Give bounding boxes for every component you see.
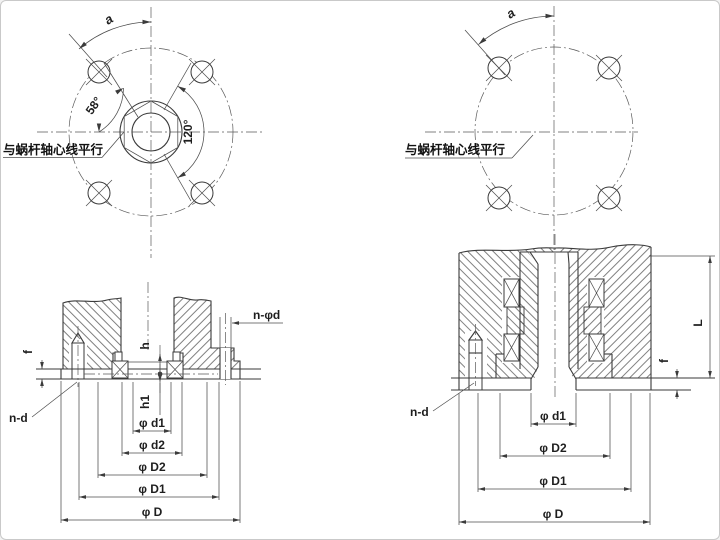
dim-D-label: φ D: [142, 505, 163, 519]
a-extension-line: [68, 33, 108, 78]
bearing-section: [503, 278, 520, 308]
note-leader: [101, 131, 125, 158]
center-hex-bore: [119, 100, 183, 164]
bearing-section: [503, 333, 520, 362]
bolt-hole: [188, 58, 216, 86]
bearing-section: [588, 278, 605, 308]
bearing-spacer: [583, 306, 602, 335]
dim-d1-label: φ d1: [139, 416, 165, 430]
arrowhead: [96, 123, 102, 132]
dim-L-label: L: [691, 319, 705, 326]
nd-leader: [432, 382, 475, 412]
bolt-hole: [595, 54, 623, 82]
dim-D1-label: φ D1: [539, 474, 567, 488]
dim-f-label: f: [657, 358, 671, 363]
a-dimension-arc: [478, 15, 555, 45]
stud: [71, 326, 85, 387]
dim-d2-label: φ d2: [139, 438, 165, 452]
seal-section: [172, 351, 181, 362]
dim-a-label: a: [101, 11, 115, 28]
seal-section: [114, 351, 123, 362]
a-extension-line: [464, 29, 506, 76]
nd-label: n-d: [9, 411, 28, 425]
center-bore: [538, 264, 569, 367]
bearing-spacer: [506, 306, 525, 335]
bore-bottom-flare-area: [531, 367, 577, 390]
bolt-hole: [85, 179, 113, 207]
arrowhead: [177, 171, 186, 178]
bolt-hole: [595, 184, 623, 212]
nphid-label: n-φd: [253, 308, 280, 322]
bolt-hole: [85, 58, 113, 86]
angle-120-arc: [177, 85, 205, 179]
angle-58-arc: [98, 87, 124, 133]
arrowhead: [79, 41, 87, 49]
arrowhead: [478, 37, 487, 45]
bearing-section: [588, 333, 605, 362]
bolt-circle: [68, 47, 234, 217]
arrowhead: [545, 13, 554, 19]
bolt-hole: [485, 184, 513, 212]
dim-D2-label: φ D2: [138, 460, 166, 474]
dim-D-label: φ D: [543, 507, 564, 521]
bore-top-chamfer-area: [528, 252, 580, 264]
nd-label: n-d: [410, 405, 429, 419]
dim-a-label: a: [503, 5, 517, 22]
angle-120-label: 120°: [181, 119, 195, 144]
nd-leader: [31, 381, 78, 418]
flange-bolt-hole: [220, 348, 231, 379]
parallel-note: 与蜗杆轴心线平行: [405, 142, 506, 157]
dim-D1-label: φ D1: [138, 482, 166, 496]
bottom-right-section-view: L f n-d φ d1 φ D2 φ D1 φ D: [410, 234, 715, 525]
parallel-note: 与蜗杆轴心线平行: [3, 142, 104, 157]
arrowhead: [177, 86, 186, 93]
a-dimension-arc: [78, 21, 152, 50]
angle-58-label: 58°: [83, 94, 105, 117]
top-left-flange-view: a 58° 120° 与蜗杆轴心线平行: [3, 7, 265, 258]
dim-h-label: h: [138, 342, 152, 349]
dim-D2-label: φ D2: [539, 441, 567, 455]
note-leader: [511, 134, 534, 159]
bearing-section: [166, 360, 184, 379]
dim-f-label: f: [21, 349, 35, 354]
dim-h1-label: h1: [138, 395, 152, 409]
extension-lines: [458, 393, 651, 525]
bolt-circle: [474, 46, 634, 216]
arrowhead: [142, 19, 151, 25]
extension-lines: [60, 381, 241, 523]
bearing-section: [111, 360, 129, 379]
arrowhead: [115, 88, 124, 95]
bottom-left-section-view: f h h1 n-φd n-d φ d1 φ d2 φ D2 φ D1: [9, 282, 283, 523]
top-right-flange-view: a 与蜗杆轴心线平行: [405, 5, 638, 253]
bolt-hole: [188, 179, 216, 207]
dim-d1-label: φ d1: [540, 409, 566, 423]
